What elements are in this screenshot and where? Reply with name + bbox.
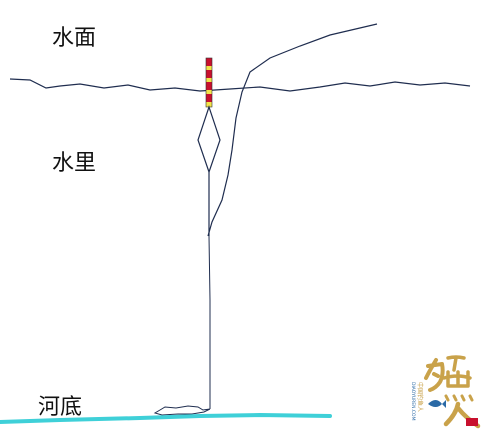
fish-icon bbox=[428, 400, 446, 408]
main-line bbox=[208, 235, 211, 409]
fishing-line bbox=[207, 23, 378, 237]
seal-stamp bbox=[466, 418, 478, 426]
logo-side-text: 中国钓鱼人 bbox=[416, 382, 424, 412]
water-surface-line bbox=[9, 78, 471, 92]
sinker-bait bbox=[153, 405, 211, 416]
water-surface-label: 水面 bbox=[52, 26, 97, 51]
underwater-label: 水里 bbox=[52, 151, 97, 176]
float-antenna bbox=[205, 57, 213, 108]
riverbed-line bbox=[0, 412, 332, 424]
site-logo: 中国钓鱼人 DIAOYUREN.COM bbox=[410, 355, 481, 429]
riverbed-label: 河底 bbox=[38, 395, 83, 420]
logo-url-text: DIAOYUREN.COM bbox=[410, 382, 416, 421]
float-body bbox=[197, 105, 221, 174]
